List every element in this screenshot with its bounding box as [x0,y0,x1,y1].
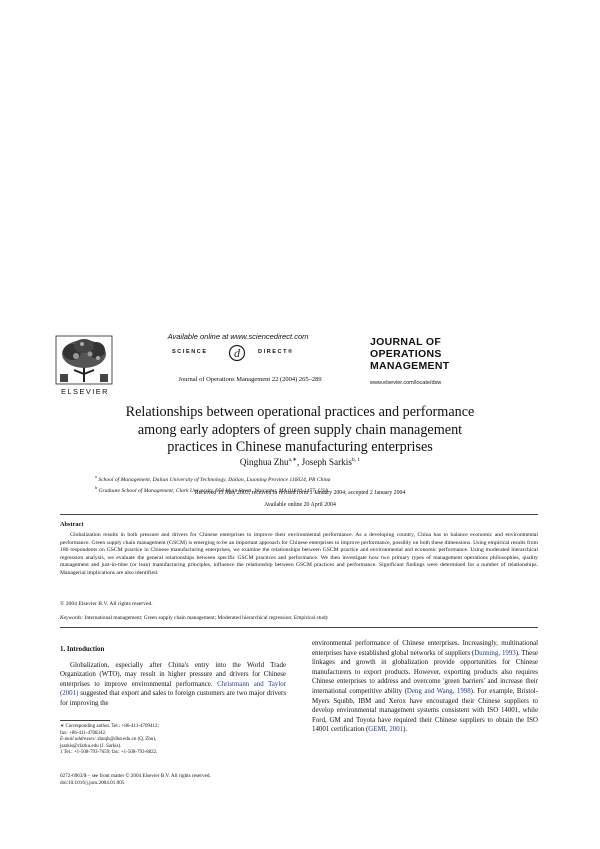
journal-citation: Journal of Operations Management 22 (200… [178,376,322,383]
citation-link[interactable]: Deng and Wang, 1998 [406,687,471,695]
front-matter-footer: 0272-6963/$ – see front matter © 2004 El… [60,773,211,787]
intro-text-1: Globalization, especially after China's … [60,661,286,688]
keywords-label: Keywords: [60,615,84,621]
affiliation-a-marker: a [95,474,97,479]
author-1-affil-marker[interactable]: a,∗ [288,457,298,463]
author-separator: , [297,457,302,468]
footnote-tel: 1 Tel.: +1-508-793-7659; fax: +1-508-793… [60,750,158,756]
intro-text-5: ). For example, Bristol-Myers Squibb, IB… [312,687,538,734]
divider-bottom [60,627,538,628]
svg-text:d: d [234,346,241,360]
doi-line[interactable]: doi:10.1016/j.jom.2004.01.005 [60,779,125,786]
abstract-copyright: © 2004 Elsevier B.V. All rights reserved… [60,601,153,607]
affiliation-a: a School of Management, Dalian Universit… [95,473,515,484]
affiliations: a School of Management, Dalian Universit… [95,473,515,496]
affiliation-b-marker: b [95,485,98,491]
sciencedirect-logo-right: DIRECT® [258,349,294,355]
intro-text-4: ). These linkages and growth in globaliz… [312,649,538,695]
citation-link[interactable]: Christmann and Taylor (2001) [60,680,286,698]
footnote-email-label: E-mail addresses: [60,737,97,743]
affiliation-a-text: School of Management, Dalian University … [98,476,331,483]
journal-logo-line-2: OPERATIONS [370,348,442,360]
author-2-affil-marker[interactable]: b, 1 [351,457,361,463]
author-2: Joseph Sarkis [301,457,352,468]
intro-paragraph-left: Globalization, especially after China's … [60,661,286,709]
affiliation-b: b Graduate School of Management, Clark U… [95,484,515,495]
abstract-heading: Abstract [60,521,84,528]
available-online-banner: Available online at www.sciencedirect.co… [167,332,309,341]
body-column-right: environmental performance of Chinese ent… [312,639,538,735]
author-list: Qinghua Zhua,∗, Joseph Sarkisb, 1 [150,457,450,467]
intro-text-2: suggested that export and sales to forei… [60,690,286,707]
keywords: Keywords: International management; Gree… [60,615,538,621]
affiliation-b-text: Graduate School of Management, Clark Uni… [98,488,329,495]
footnotes: ∗ Corresponding author. Tel.: +86-411-47… [60,724,286,757]
section-heading-introduction: 1. Introduction [60,646,105,653]
footnote-corresponding: ∗ Corresponding author. Tel.: +86-411-47… [60,724,159,729]
received-dates: Received 13 May 2003; received in revise… [194,490,406,496]
footnote-email-2[interactable]: jsarkis@clarku.edu (J. Sarkis). [60,743,122,749]
footnote-email: E-mail addresses: zhuqh@dlut.edu.cn (Q. … [60,737,286,744]
footnote-email-1[interactable]: zhuqh@dlut.edu.cn (Q. Zhu), [96,737,157,743]
author-1: Qinghua Zhu [239,457,289,468]
title-line-3: practices in Chinese manufacturing enter… [167,439,433,455]
journal-logo-line-1: JOURNAL OF [370,336,442,348]
publisher-name: ELSEVIER [61,387,109,396]
article-title: Relationships between operational practi… [80,404,520,457]
journal-logo-line-3: MANAGEMENT [370,360,450,372]
online-date: Available online 20 April 2004 [264,502,336,508]
sciencedirect-d-icon: d [228,344,246,362]
divider-top [60,514,538,515]
footnote-fax: fax: +86-411-4708342. [60,730,107,736]
intro-text-3: environmental performance of Chinese ent… [312,640,538,657]
body-column-left: 1. Introduction Globalization, especiall… [60,645,286,709]
intro-text-6: ). [403,726,408,734]
journal-url: www.elsevier.com/locate/dsw [370,380,442,386]
elsevier-tree-logo [55,335,113,385]
keywords-list: International management; Green supply c… [84,615,329,621]
sciencedirect-logo-left: SCIENCE [172,349,208,355]
journal-logo: JOURNAL OF OPERATIONS MANAGEMENT [370,336,480,372]
intro-paragraph-right: environmental performance of Chinese ent… [312,639,538,735]
citation-link[interactable]: GEMI, 2001 [368,726,404,734]
abstract-paragraph: Globalization results in both pressure a… [60,532,538,576]
title-line-2: among early adopters of green supply cha… [137,421,463,438]
abstract-body: Globalization results in both pressure a… [60,532,538,578]
citation-link[interactable]: Dunning, 1993 [474,649,516,657]
title-line-1: Relationships between operational practi… [125,404,475,420]
footnote-divider [60,720,110,721]
issn-line: 0272-6963/$ – see front matter © 2004 El… [60,773,211,779]
